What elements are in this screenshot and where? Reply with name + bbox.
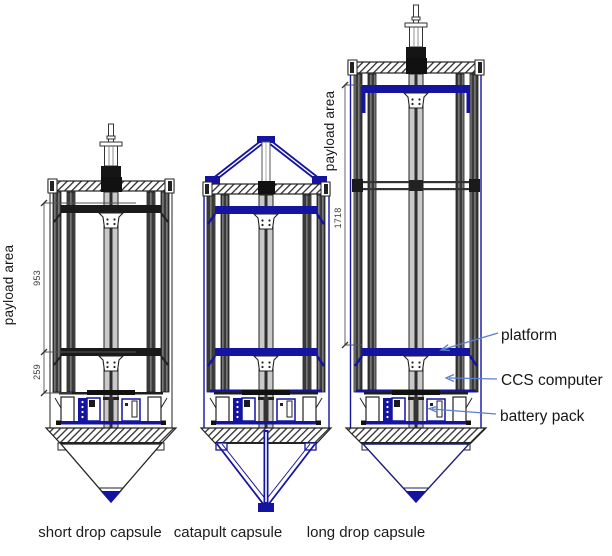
battery-pack-arrow xyxy=(431,408,497,415)
payload-area-label-short: payload area xyxy=(1,244,16,325)
ccs-computer-arrow xyxy=(448,377,498,380)
dimension-value-1718: 1718 xyxy=(333,208,343,229)
bracket xyxy=(98,212,124,229)
bracket xyxy=(403,92,429,109)
nose-cone xyxy=(59,443,163,503)
long-capsule-dimensions: 1718 xyxy=(333,81,362,349)
ccs-computer-label: CCS computer xyxy=(501,372,603,389)
bracket xyxy=(403,355,429,372)
long-drop-capsule xyxy=(344,4,488,504)
catapult-capsule xyxy=(199,136,333,512)
frame-rail xyxy=(220,194,230,393)
caption-catapult-capsule: catapult capsule xyxy=(174,524,282,541)
cone-tip xyxy=(405,491,427,503)
antenna-bolt xyxy=(99,123,123,182)
caption-long-drop-capsule: long drop capsule xyxy=(307,524,425,541)
top-pyramid xyxy=(205,136,327,185)
nose-cone xyxy=(361,443,471,504)
short-drop-capsule xyxy=(44,123,178,503)
caption-short-drop-capsule: short drop capsule xyxy=(38,524,161,541)
payload-area-label-long: payload area xyxy=(322,90,337,171)
platform-beam xyxy=(362,348,470,356)
short-capsule-dimensions: 953 259 xyxy=(32,199,136,397)
top-plate xyxy=(47,177,175,194)
dimension-value-953: 953 xyxy=(32,270,42,286)
top-plate xyxy=(347,58,485,76)
frame-rail xyxy=(66,191,76,393)
bracket xyxy=(98,355,124,372)
platform-arrowhead xyxy=(439,344,451,352)
cone-tip xyxy=(258,503,274,512)
bracket xyxy=(253,213,279,230)
frame-rail xyxy=(353,73,363,393)
battery-pack-arrowhead xyxy=(427,405,438,413)
frame-splice-joint xyxy=(352,179,480,192)
nose-cone xyxy=(216,430,316,512)
upper-beam xyxy=(362,85,470,93)
platform-label: platform xyxy=(501,327,557,344)
ccs-computer-arrowhead xyxy=(444,373,455,383)
battery-pack-label: battery pack xyxy=(500,408,585,425)
platform-beam xyxy=(215,348,317,356)
frame-rail xyxy=(146,191,156,393)
cone-tip xyxy=(100,491,122,503)
frame-rail xyxy=(302,194,312,393)
frame-rail xyxy=(367,73,377,393)
upper-beam xyxy=(61,205,161,213)
base-plate xyxy=(44,427,178,444)
bracket xyxy=(253,355,279,372)
upper-beam xyxy=(215,206,317,214)
platform-arrow xyxy=(440,332,499,351)
frame-rail xyxy=(469,73,479,393)
dimension-value-259: 259 xyxy=(32,364,42,380)
base-plate xyxy=(344,427,488,444)
antenna-bolt xyxy=(404,4,428,63)
callout-arrows xyxy=(427,332,499,415)
top-plate xyxy=(202,181,331,197)
